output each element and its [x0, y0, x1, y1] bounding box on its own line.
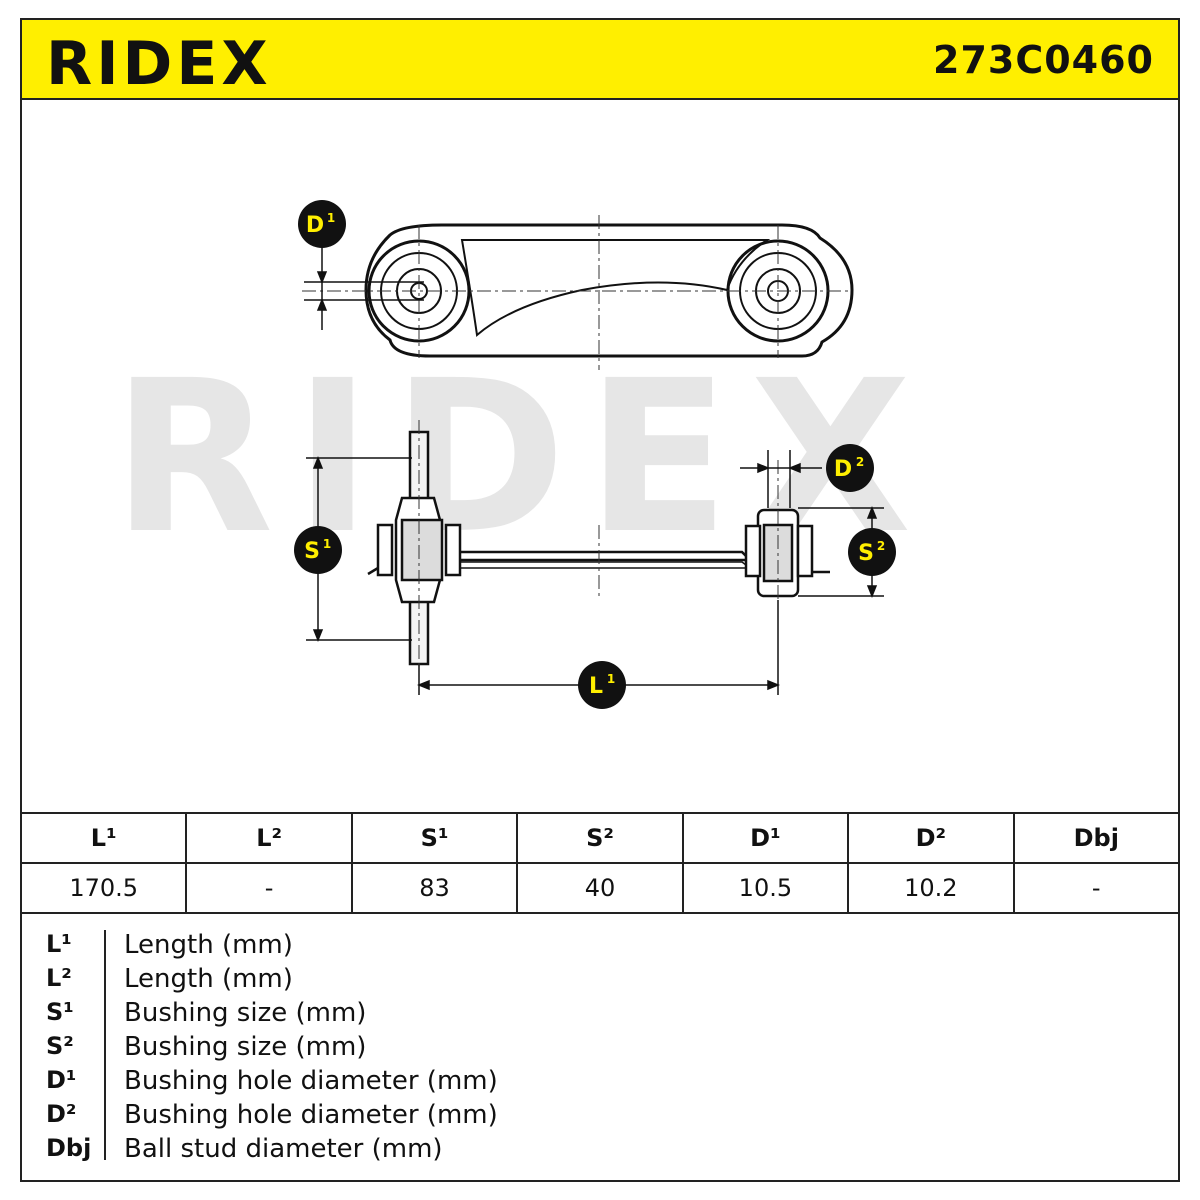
legend-description: Bushing size (mm)	[124, 998, 367, 1028]
callout-d1-letter: D	[306, 213, 324, 238]
spec-header-cell: S¹	[350, 812, 519, 864]
arm-side-view	[367, 430, 830, 666]
callout-s2-index: 2	[877, 539, 885, 553]
part-number: 273C0460	[933, 38, 1154, 82]
spec-value-cell: -	[1012, 862, 1181, 914]
callout-d1: D 1	[298, 200, 346, 248]
callout-d1-index: 1	[327, 211, 335, 225]
legend-code: D²	[46, 1100, 77, 1128]
s2-dimension	[798, 505, 884, 599]
legend-description: Bushing hole diameter (mm)	[124, 1066, 498, 1096]
legend-item: L¹ Length (mm)	[20, 930, 1180, 964]
spec-value-cell: 10.5	[681, 862, 850, 914]
callout-d2-letter: D	[834, 457, 852, 482]
legend-item: D² Bushing hole diameter (mm)	[20, 1100, 1180, 1134]
callout-s2: S 2	[848, 528, 896, 576]
spec-header-row: L¹ L² S¹ S² D¹ D² Dbj	[19, 812, 1181, 864]
callout-l1-letter: L	[589, 674, 603, 699]
brand-text: RIDEX	[46, 29, 272, 94]
legend-code: L²	[46, 964, 72, 992]
ridex-logo: RIDEX	[46, 29, 272, 94]
centerlines-top	[302, 215, 852, 370]
callout-s1: S 1	[294, 526, 342, 574]
callout-d2: D 2	[826, 444, 874, 492]
callout-l1-index: 1	[607, 672, 615, 686]
spec-value-cell: 10.2	[847, 862, 1015, 914]
d1-dimension	[304, 240, 424, 330]
legend-description: Ball stud diameter (mm)	[124, 1134, 443, 1164]
legend-item: L² Length (mm)	[20, 964, 1180, 998]
legend-description: Bushing size (mm)	[124, 1032, 367, 1062]
header-bar: RIDEX 273C0460	[20, 18, 1180, 100]
spec-value-cell: 83	[350, 862, 519, 914]
d2-dimension	[740, 450, 822, 508]
legend-item: Dbj Ball stud diameter (mm)	[20, 1134, 1180, 1168]
technical-drawing: RIDEX	[112, 200, 912, 709]
callout-l1: L 1	[578, 661, 626, 709]
legend-code: Dbj	[46, 1134, 92, 1162]
spec-header-cell: D¹	[681, 812, 850, 864]
spec-header-cell: S²	[516, 812, 684, 864]
legend: L¹ Length (mm) L² Length (mm) S¹ Bushing…	[20, 912, 1180, 1182]
spec-header-cell: D²	[847, 812, 1015, 864]
spec-value-cell: -	[185, 862, 353, 914]
spec-value-cell: 170.5	[19, 862, 188, 914]
spec-value-cell: 40	[516, 862, 684, 914]
spec-table: L¹ L² S¹ S² D¹ D² Dbj 170.5 - 83 40 10.5…	[19, 812, 1181, 914]
callout-d2-index: 2	[856, 455, 864, 469]
legend-code: L¹	[46, 930, 72, 958]
legend-code: D¹	[46, 1066, 77, 1094]
spec-header-cell: L²	[185, 812, 353, 864]
callout-s2-letter: S	[858, 541, 874, 566]
legend-description: Length (mm)	[124, 930, 293, 960]
callout-s1-index: 1	[323, 537, 331, 551]
legend-item: D¹ Bushing hole diameter (mm)	[20, 1066, 1180, 1100]
legend-code: S²	[46, 1032, 74, 1060]
spec-value-row: 170.5 - 83 40 10.5 10.2 -	[19, 862, 1181, 914]
legend-item: S² Bushing size (mm)	[20, 1032, 1180, 1066]
legend-description: Bushing hole diameter (mm)	[124, 1100, 498, 1130]
callout-s1-letter: S	[304, 539, 320, 564]
centerlines-side	[418, 420, 779, 675]
legend-description: Length (mm)	[124, 964, 293, 994]
legend-item: S¹ Bushing size (mm)	[20, 998, 1180, 1032]
spec-header-cell: L¹	[19, 812, 188, 864]
legend-code: S¹	[46, 998, 74, 1026]
legend-divider	[104, 930, 106, 1160]
spec-header-cell: Dbj	[1012, 812, 1181, 864]
